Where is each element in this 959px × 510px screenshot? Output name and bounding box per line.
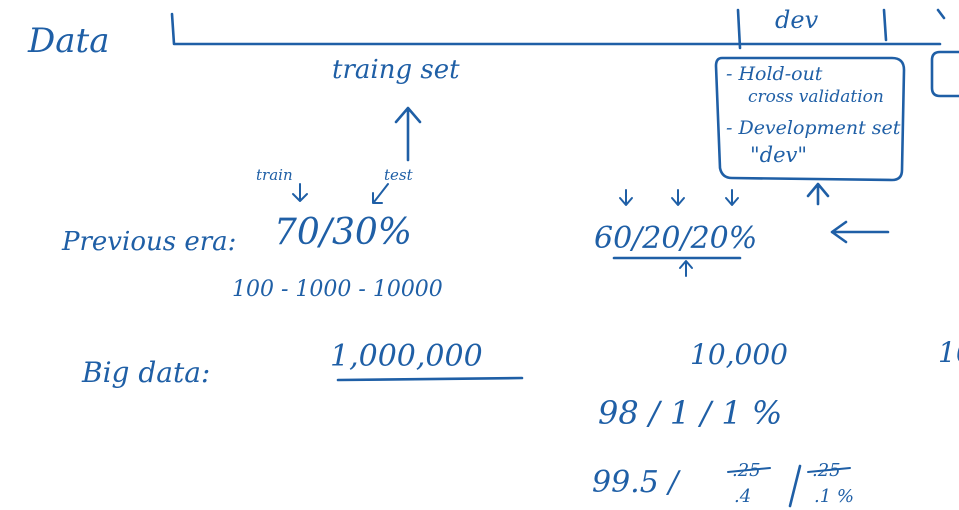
dev-divider-right xyxy=(882,8,888,42)
split-70-30: 70/30% xyxy=(274,212,412,253)
note-hold-out: - Hold-out xyxy=(726,63,823,85)
note-dev-quoted: "dev" xyxy=(750,143,807,167)
up-arrow-dev-note xyxy=(806,182,830,206)
test-note-box-fragment xyxy=(930,50,959,98)
sizes-sequence: 100 - 1000 - 10000 xyxy=(232,277,443,302)
split-60-20-20: 60/20/20% xyxy=(594,221,757,256)
test-label: test xyxy=(384,166,414,184)
down-arrow-test-split xyxy=(725,189,739,206)
big-data-total: 1,000,000 xyxy=(330,339,483,374)
dev-divider-left xyxy=(736,8,742,50)
small-value-b: .1 % xyxy=(814,486,854,507)
data-bracket-line xyxy=(170,12,942,46)
dev-note-box xyxy=(714,56,906,182)
data-label: Data xyxy=(27,21,109,61)
big-data-dev: 10,000 xyxy=(690,338,788,371)
up-arrow-training xyxy=(394,106,422,162)
previous-era-label: Previous era: xyxy=(61,227,236,257)
big-data-cut: 10 xyxy=(938,336,959,369)
down-arrow-train-split xyxy=(619,189,633,206)
note-development-set: - Development set xyxy=(726,117,901,139)
down-arrow-dev-split xyxy=(671,189,685,206)
note-cross-validation: cross validation xyxy=(748,87,884,107)
test-arrow xyxy=(372,183,389,204)
big-data-label: Big data: xyxy=(81,356,210,389)
training-set-label: traing set xyxy=(332,55,460,85)
slash-between xyxy=(788,464,802,508)
strike-b xyxy=(807,467,851,473)
test-divider-fragment xyxy=(936,8,946,20)
up-arrow-under-split xyxy=(679,260,693,277)
split-98-1-1: 98 / 1 / 1 % xyxy=(598,394,782,432)
small-value-a: .4 xyxy=(734,486,751,507)
strike-a xyxy=(727,467,771,473)
left-arrow-to-split xyxy=(830,220,890,244)
big-data-total-underline xyxy=(336,376,524,382)
train-label: train xyxy=(256,166,293,184)
split-99-5: 99.5 / xyxy=(592,465,681,500)
dev-label: dev xyxy=(775,6,819,34)
train-arrow xyxy=(292,183,308,202)
